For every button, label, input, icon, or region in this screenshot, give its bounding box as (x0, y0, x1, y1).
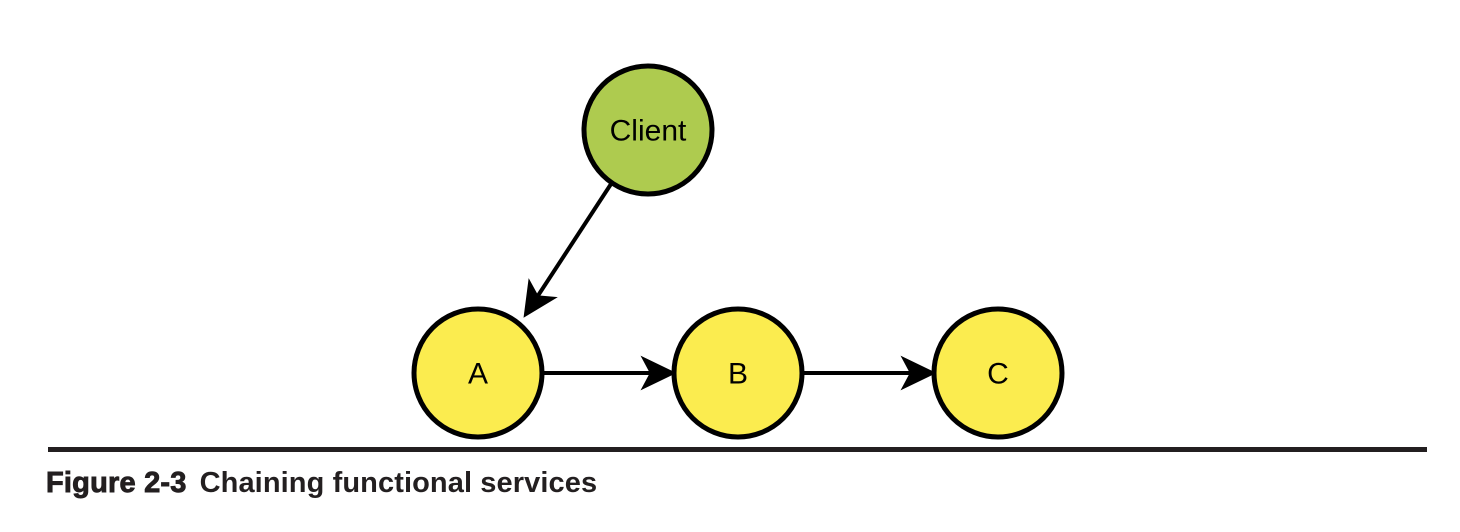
node-a-label: A (468, 358, 488, 391)
node-client-label: Client (610, 115, 687, 148)
node-b-label: B (728, 358, 748, 391)
node-c-circle[interactable] (931, 306, 1065, 440)
node-c[interactable]: C (931, 306, 1065, 440)
edge-client-to-a (523, 182, 613, 318)
figure-caption-number: Figure 2-3 (46, 467, 187, 500)
node-b-circle[interactable] (671, 306, 805, 440)
node-a-circle[interactable] (411, 306, 545, 440)
figure-caption: Figure 2-3 Chaining functional services (46, 462, 1436, 508)
node-client[interactable]: Client (581, 63, 715, 197)
node-client-circle[interactable] (581, 63, 715, 197)
edge-client-to-a-line (523, 182, 613, 318)
diagram-canvas: Client A B C (411, 63, 1065, 440)
node-c-label: C (987, 358, 1009, 391)
caption-divider-rule (48, 447, 1427, 452)
figure-caption-title: Chaining functional services (199, 467, 598, 499)
node-a[interactable]: A (411, 306, 545, 440)
node-b[interactable]: B (671, 306, 805, 440)
